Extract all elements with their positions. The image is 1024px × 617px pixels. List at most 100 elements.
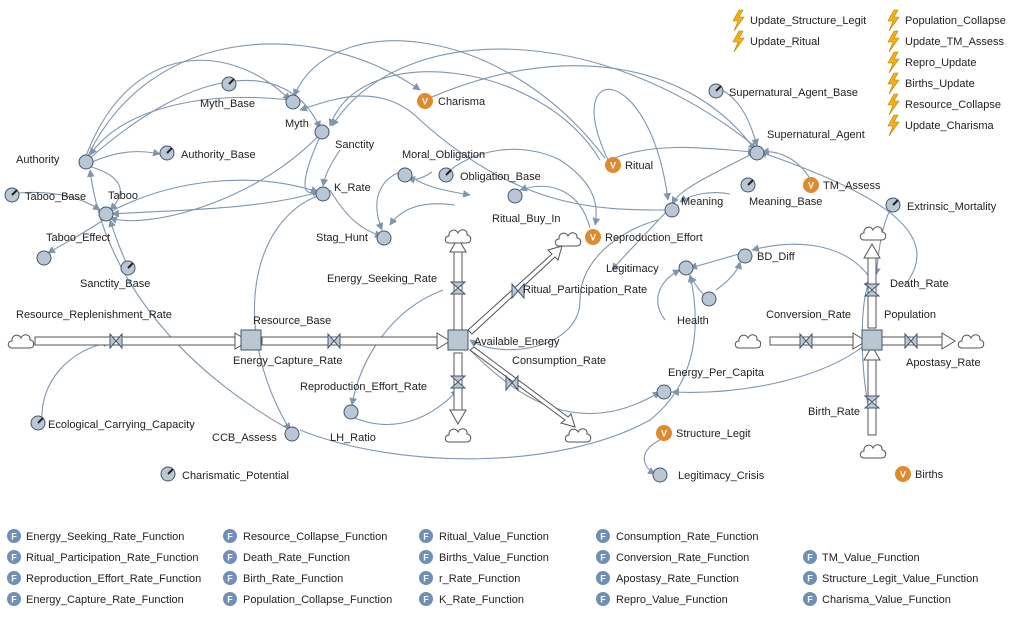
stock-available-energy[interactable] — [447, 329, 469, 351]
svg-text:F: F — [423, 553, 429, 563]
label-authority: Authority — [16, 154, 60, 166]
param-sanctity-base-icon[interactable] — [120, 260, 136, 276]
stock-resource-base[interactable] — [240, 329, 262, 351]
svg-text:F: F — [423, 574, 429, 584]
aux-taboo-effect[interactable] — [36, 250, 52, 266]
function-item[interactable]: F Repro_Value_Function — [596, 592, 728, 606]
lightning-icon[interactable] — [887, 9, 900, 32]
valve-consumption — [505, 374, 519, 392]
param-supernatural-agent-base-icon[interactable] — [708, 83, 724, 99]
stock-population[interactable] — [861, 329, 883, 351]
value-charisma-icon[interactable]: V — [417, 93, 433, 109]
label-legitimacy-crisis: Legitimacy_Crisis — [678, 470, 765, 482]
function-item[interactable]: F Apostasy_Rate_Function — [596, 571, 739, 585]
aux-legitimacy-crisis[interactable] — [652, 467, 668, 483]
aux-legitimacy[interactable] — [678, 260, 694, 276]
label-ccb-assess: CCB_Assess — [212, 432, 277, 444]
label-update-ritual: Update_Ritual — [750, 36, 820, 48]
svg-text:Charisma_Value_Function: Charisma_Value_Function — [822, 594, 951, 606]
function-item[interactable]: F Energy_Seeking_Rate_Function — [7, 529, 184, 543]
param-authority-base-icon[interactable] — [159, 145, 175, 161]
label-consumption-rate: Consumption_Rate — [512, 355, 606, 367]
svg-text:F: F — [600, 574, 606, 584]
param-charismatic-potential-icon[interactable] — [160, 466, 176, 482]
aux-ccb-assess[interactable] — [284, 426, 300, 442]
param-obligation-base-icon[interactable] — [438, 167, 454, 183]
aux-energy-per-capita[interactable] — [656, 384, 672, 400]
label-sanctity-base: Sanctity_Base — [80, 278, 150, 290]
label-supernatural-agent: Supernatural_Agent — [767, 129, 865, 141]
lightning-icon[interactable] — [887, 93, 900, 116]
aux-authority[interactable] — [78, 154, 94, 170]
svg-text:Apostasy_Rate_Function: Apostasy_Rate_Function — [616, 573, 739, 585]
aux-sanctity[interactable] — [314, 124, 330, 140]
value-structure-legit-icon[interactable]: V — [656, 425, 672, 441]
label-meaning-base: Meaning_Base — [749, 196, 822, 208]
lightning-icon[interactable] — [732, 9, 745, 32]
aux-myth[interactable] — [285, 94, 301, 110]
lightning-icon[interactable] — [887, 114, 900, 137]
value-ritual-icon[interactable]: V — [605, 157, 621, 173]
param-myth-base-icon[interactable] — [221, 76, 237, 92]
aux-moral-obligation[interactable] — [397, 167, 413, 183]
value-reproduction-effort-icon[interactable]: V — [585, 229, 601, 245]
aux-supernatural-agent[interactable] — [749, 145, 765, 161]
lightning-icon[interactable] — [887, 51, 900, 74]
aux-taboo[interactable] — [98, 206, 114, 222]
cloud-conversion — [734, 334, 762, 349]
aux-bd-diff[interactable] — [737, 248, 753, 264]
svg-text:Ritual_Value_Function: Ritual_Value_Function — [439, 531, 549, 543]
label-obligation-base: Obligation_Base — [460, 171, 541, 183]
svg-text:F: F — [11, 553, 17, 563]
aux-meaning[interactable] — [664, 202, 680, 218]
lightning-icon[interactable] — [732, 30, 745, 53]
label-lh-ratio: LH_Ratio — [330, 432, 376, 444]
label-charisma: Charisma — [438, 96, 486, 108]
lightning-icon[interactable] — [887, 72, 900, 95]
label-update-structure-legit: Update_Structure_Legit — [750, 15, 866, 27]
param-extrinsic-mortality-icon[interactable] — [885, 197, 901, 213]
lightning-icon[interactable] — [887, 30, 900, 53]
label-sanctity: Sanctity — [335, 139, 375, 151]
svg-text:F: F — [11, 532, 17, 542]
param-ecological-carrying-capacity-icon[interactable] — [30, 415, 46, 431]
svg-text:Energy_Seeking_Rate_Function: Energy_Seeking_Rate_Function — [26, 531, 184, 543]
aux-k-rate[interactable] — [315, 186, 331, 202]
label-moral-obligation: Moral_Obligation — [402, 149, 485, 161]
label-ritual-buy-in: Ritual_Buy_In — [492, 213, 561, 225]
aux-ritual-buy-in[interactable] — [507, 188, 523, 204]
valve-ritual-participation — [511, 282, 525, 300]
svg-text:Repro_Value_Function: Repro_Value_Function — [616, 594, 728, 606]
aux-stag-hunt[interactable] — [376, 230, 392, 246]
param-meaning-base-icon[interactable] — [740, 177, 756, 193]
value-births-icon[interactable]: V — [895, 466, 911, 482]
param-taboo-base-icon[interactable] — [4, 187, 20, 203]
svg-text:F: F — [600, 595, 606, 605]
value-tm-assess-icon[interactable]: V — [803, 177, 819, 193]
label-meaning: Meaning — [681, 196, 723, 208]
value-badges: V V V V V V — [417, 93, 911, 482]
aux-lh-ratio[interactable] — [343, 404, 359, 420]
aux-health[interactable] — [701, 291, 717, 307]
svg-text:r_Rate_Function: r_Rate_Function — [439, 573, 520, 585]
label-population-collapse: Population_Collapse — [905, 15, 1006, 27]
cloud-energy-seeking — [444, 229, 472, 244]
svg-text:K_Rate_Function: K_Rate_Function — [439, 594, 524, 606]
